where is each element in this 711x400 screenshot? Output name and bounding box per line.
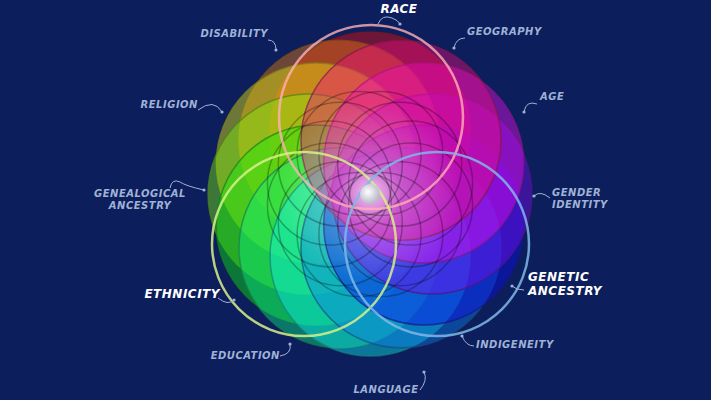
inner-ring bbox=[267, 143, 391, 267]
attribute-label: GEOGRAPHY bbox=[467, 26, 557, 38]
leader-dots bbox=[202, 22, 535, 373]
attribute-label: INDIGENEITY bbox=[476, 339, 576, 351]
key-attribute-label: ETHNICITY bbox=[130, 287, 220, 301]
petal-circles bbox=[208, 32, 532, 356]
inner-ring bbox=[349, 143, 473, 267]
center-glow bbox=[280, 103, 460, 283]
attribute-label: AGE bbox=[540, 91, 580, 103]
genetic-ancestry-circle bbox=[345, 152, 529, 336]
key-attribute-label: RACE bbox=[374, 2, 424, 16]
inner-ring bbox=[338, 162, 462, 286]
attribute-label: DISABILITY bbox=[196, 28, 268, 40]
attribute-label: GENDER IDENTITY bbox=[552, 187, 632, 211]
attribute-label: RELIGION bbox=[132, 99, 198, 111]
inner-rings bbox=[267, 91, 472, 296]
attribute-label: LANGUAGE bbox=[350, 384, 422, 396]
leader-lines bbox=[170, 17, 550, 390]
attribute-label: GENEALOGICAL ANCESTRY bbox=[92, 188, 188, 212]
ethnicity-circle bbox=[212, 152, 396, 336]
attribute-label: EDUCATION bbox=[204, 350, 280, 362]
key-attribute-label: GENETIC ANCESTRY bbox=[528, 270, 624, 298]
center-dot bbox=[360, 184, 380, 204]
